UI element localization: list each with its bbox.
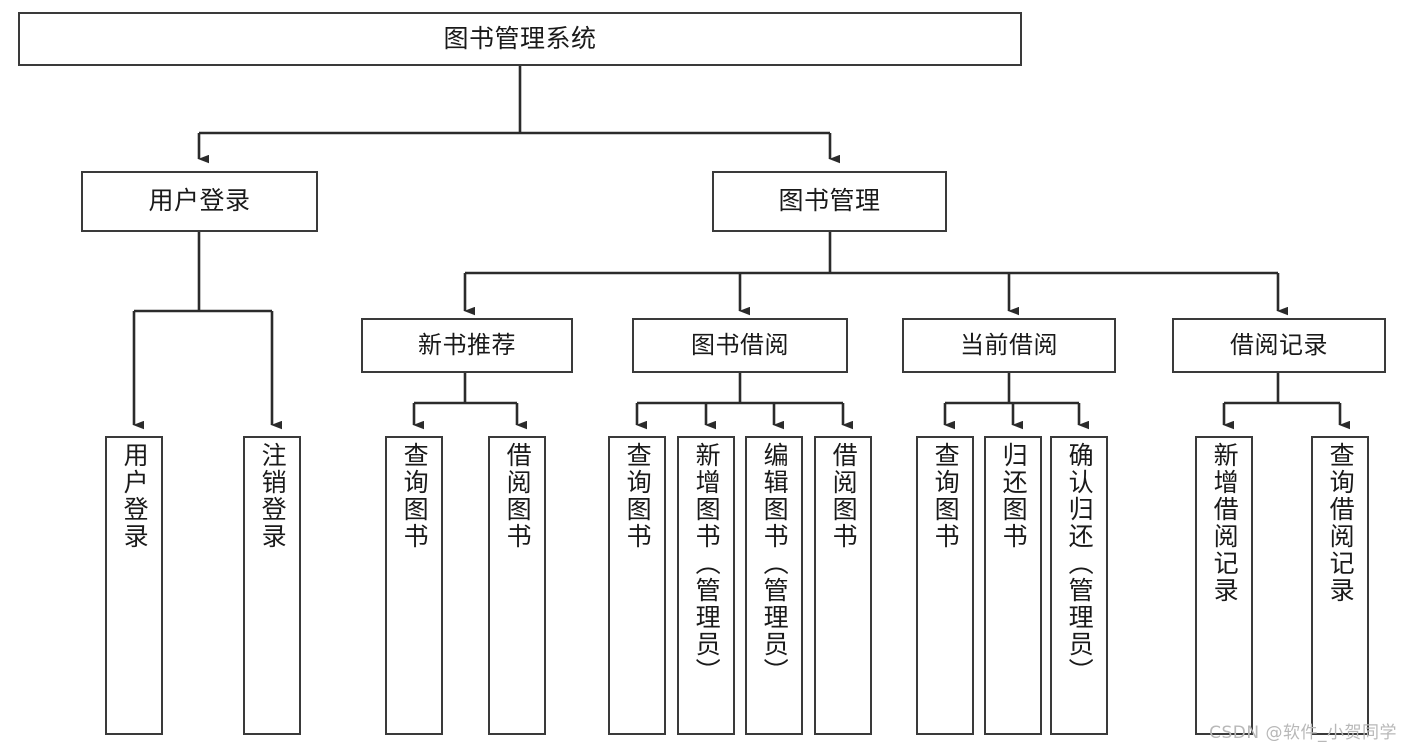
node-label: 借阅图书 [503, 442, 533, 550]
node-book-management[interactable]: 图书管理 [712, 171, 947, 232]
node-label: 归还图书 [999, 442, 1029, 550]
node-borrow-record[interactable]: 借阅记录 [1172, 318, 1386, 373]
node-leaf-user-login[interactable]: 用户登录 [105, 436, 163, 735]
node-label: 新增图书（管理员） [692, 442, 722, 685]
node-leaf-query-borrow-record[interactable]: 查询借阅记录 [1311, 436, 1369, 735]
node-label: 当前借阅 [960, 330, 1058, 359]
node-leaf-query-book-3[interactable]: 查询图书 [916, 436, 974, 735]
node-leaf-borrow-book-1[interactable]: 借阅图书 [488, 436, 546, 735]
node-leaf-query-book-1[interactable]: 查询图书 [385, 436, 443, 735]
node-label: 图书借阅 [691, 330, 789, 359]
node-label: 图书管理 [778, 186, 881, 216]
node-leaf-logout-login[interactable]: 注销登录 [243, 436, 301, 735]
node-leaf-return-book[interactable]: 归还图书 [984, 436, 1042, 735]
node-label: 查询借阅记录 [1326, 442, 1356, 604]
node-label: 新增借阅记录 [1210, 442, 1240, 604]
node-leaf-confirm-return-admin[interactable]: 确认归还（管理员） [1050, 436, 1108, 735]
node-leaf-borrow-book-2[interactable]: 借阅图书 [814, 436, 872, 735]
node-label: 新书推荐 [418, 330, 516, 359]
node-label: 借阅记录 [1230, 330, 1328, 359]
node-label: 查询图书 [931, 442, 961, 550]
node-current-borrow[interactable]: 当前借阅 [902, 318, 1116, 373]
node-new-book-recommend[interactable]: 新书推荐 [361, 318, 573, 373]
node-leaf-add-borrow-record[interactable]: 新增借阅记录 [1195, 436, 1253, 735]
node-label: 查询图书 [623, 442, 653, 550]
node-leaf-edit-book-admin[interactable]: 编辑图书（管理员） [745, 436, 803, 735]
node-leaf-query-book-2[interactable]: 查询图书 [608, 436, 666, 735]
node-label: 借阅图书 [829, 442, 859, 550]
node-label: 用户登录 [120, 442, 150, 550]
node-book-borrow[interactable]: 图书借阅 [632, 318, 848, 373]
node-root-system[interactable]: 图书管理系统 [18, 12, 1022, 66]
node-user-login[interactable]: 用户登录 [81, 171, 318, 232]
csdn-watermark: CSDN @软件_小贺同学 [1209, 723, 1397, 743]
node-label: 确认归还（管理员） [1065, 442, 1095, 685]
node-leaf-add-book-admin[interactable]: 新增图书（管理员） [677, 436, 735, 735]
node-label: 注销登录 [258, 442, 288, 550]
node-label: 编辑图书（管理员） [760, 442, 790, 685]
node-label: 用户登录 [148, 186, 251, 216]
node-label: 图书管理系统 [443, 23, 597, 53]
node-label: 查询图书 [400, 442, 430, 550]
